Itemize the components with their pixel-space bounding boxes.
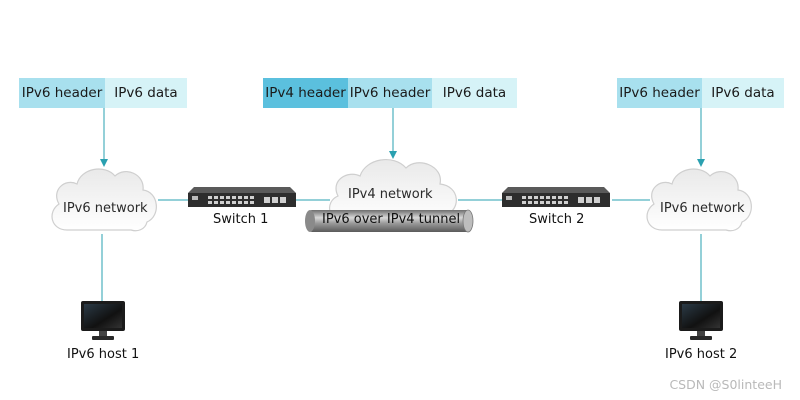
packet-middle-ipv4-header: IPv4 header	[263, 78, 348, 108]
packet-right-ipv6-header: IPv6 header	[617, 78, 702, 108]
cloud-icon-right	[646, 168, 752, 232]
packet-left: IPv6 header IPv6 data	[19, 78, 187, 108]
cloud-label-right: IPv6 network	[660, 201, 745, 216]
host-label-1: IPv6 host 1	[67, 347, 140, 362]
packet-right: IPv6 header IPv6 data	[617, 78, 784, 108]
packet-middle: IPv4 header IPv6 header IPv6 data	[263, 78, 517, 108]
packet-left-ipv6-header: IPv6 header	[19, 78, 105, 108]
switch-label-1: Switch 1	[213, 212, 269, 227]
packet-middle-ipv6-header: IPv6 header	[348, 78, 432, 108]
host-label-2: IPv6 host 2	[665, 347, 738, 362]
packet-right-ipv6-data: IPv6 data	[702, 78, 784, 108]
cloud-label-middle: IPv4 network	[348, 187, 433, 202]
switch-icon-1	[188, 187, 296, 207]
cloud-label-left: IPv6 network	[63, 201, 148, 216]
packet-left-ipv6-data: IPv6 data	[105, 78, 187, 108]
packet-middle-ipv6-data: IPv6 data	[432, 78, 517, 108]
tunnel-pipe-icon	[305, 209, 474, 233]
tunnel-label: IPv6 over IPv4 tunnel	[322, 212, 461, 227]
monitor-icon-2	[679, 301, 723, 340]
cloud-icon-left	[51, 168, 157, 232]
switch-label-2: Switch 2	[529, 212, 585, 227]
switch-icon-2	[502, 187, 610, 207]
monitor-icon-1	[81, 301, 125, 340]
watermark: CSDN @S0linteeH	[669, 377, 782, 392]
